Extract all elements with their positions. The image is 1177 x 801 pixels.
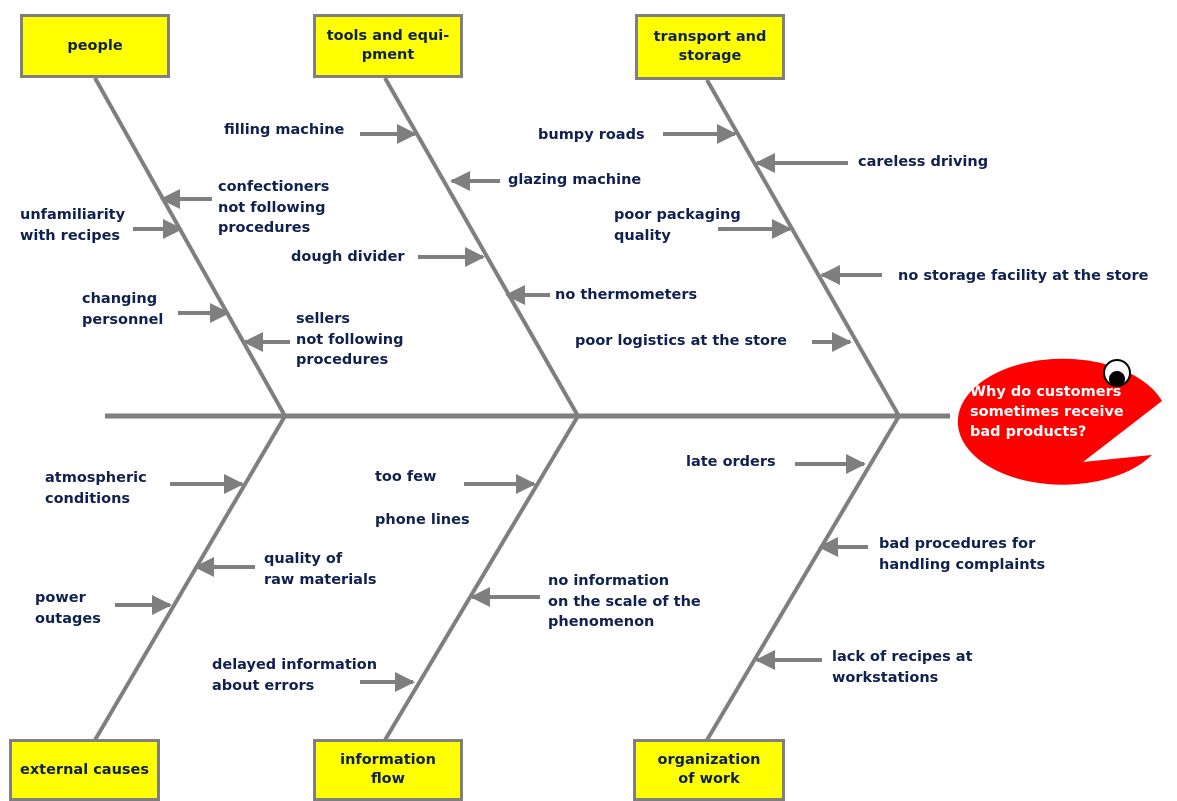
- cause-unfamiliarity: unfamiliarity with recipes: [20, 207, 126, 244]
- cause-procedures: bad procedures for handling complaints: [879, 536, 1046, 573]
- category-organization: organization of work: [633, 739, 785, 801]
- category-people: people: [20, 14, 170, 78]
- problem-statement: Why do customers sometimes receive bad p…: [970, 384, 1124, 440]
- cause-late: late orders: [686, 454, 776, 470]
- cause-driving: careless driving: [858, 154, 989, 170]
- cause-dough: dough divider: [291, 249, 405, 265]
- category-information: information flow: [313, 739, 463, 801]
- cause-toofew: too few: [375, 469, 437, 485]
- cause-recipes: lack of recipes at workstations: [832, 649, 973, 686]
- bone-people: [93, 77, 287, 417]
- cause-atmospheric: atmospheric conditions: [45, 470, 147, 507]
- category-tools: tools and equi- pment: [313, 14, 463, 78]
- cause-filling: filling machine: [224, 122, 345, 138]
- cause-confectioners: confectioners not following procedures: [218, 179, 330, 236]
- cause-sellers: sellers not following procedures: [296, 311, 404, 368]
- cause-thermometers: no thermometers: [555, 287, 698, 303]
- cause-power: power outages: [35, 590, 101, 627]
- cause-logistics: poor logistics at the store: [575, 333, 787, 349]
- bone-organization: [705, 414, 901, 742]
- bone-external: [93, 414, 287, 742]
- cause-delayed: delayed information about errors: [212, 657, 378, 694]
- cause-packaging: poor packaging quality: [614, 207, 741, 244]
- cause-glazing: glazing machine: [508, 172, 642, 188]
- cause-phonelines: phone lines: [375, 512, 470, 528]
- category-external: external causes: [9, 739, 160, 801]
- bone-information: [383, 414, 580, 742]
- cause-noinfo: no information on the scale of the pheno…: [548, 573, 701, 630]
- fish-head: [957, 358, 1162, 485]
- cause-roads: bumpy roads: [538, 127, 645, 143]
- cause-storage: no storage facility at the store: [898, 268, 1149, 284]
- bone-transport: [705, 79, 901, 417]
- cause-changing: changing personnel: [82, 291, 164, 328]
- cause-raw: quality of raw materials: [264, 551, 377, 588]
- category-transport: transport and storage: [635, 14, 785, 80]
- fish-pupil: [1109, 371, 1125, 387]
